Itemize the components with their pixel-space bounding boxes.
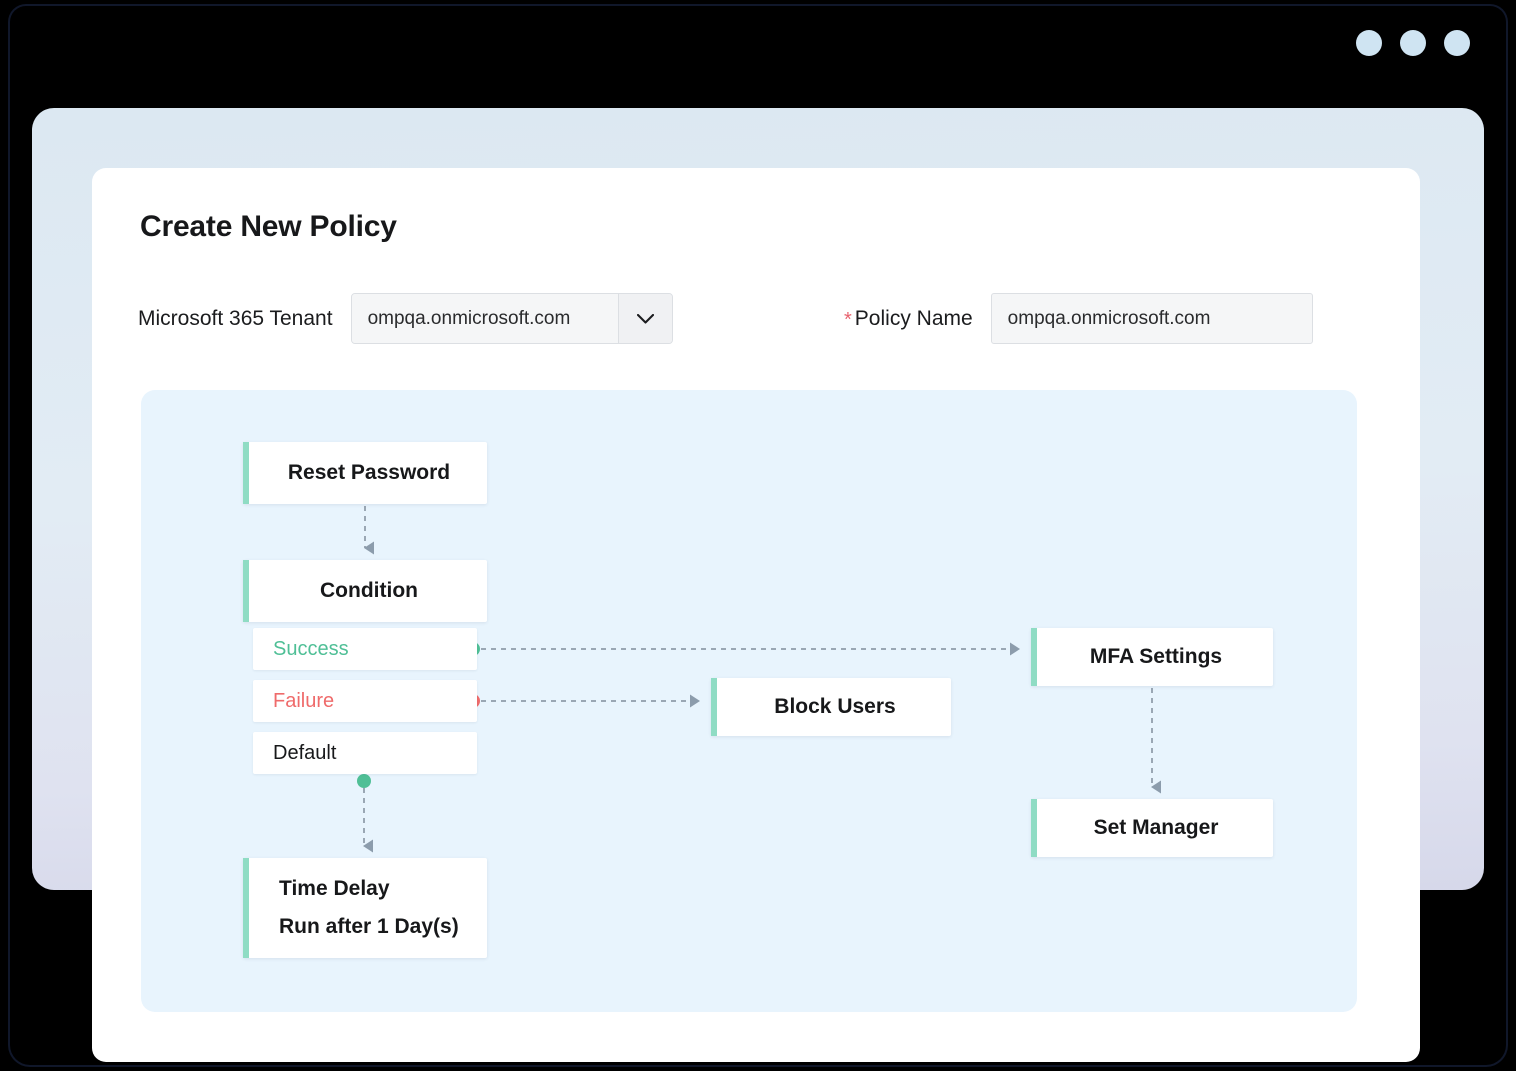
node-reset-password[interactable]: Reset Password xyxy=(243,442,487,504)
node-label: Condition xyxy=(320,579,418,602)
node-set-manager[interactable]: Set Manager xyxy=(1031,799,1273,857)
node-block-users[interactable]: Block Users xyxy=(711,678,951,736)
chevron-down-icon[interactable] xyxy=(617,294,672,343)
branch-row-failure[interactable]: Failure xyxy=(253,680,477,722)
tenant-select[interactable]: ompqa.onmicrosoft.com xyxy=(350,293,673,344)
node-accent-bar xyxy=(1031,799,1037,857)
close-dot[interactable] xyxy=(1444,30,1470,56)
content-card: Create New Policy Microsoft 365 Tenant o… xyxy=(92,168,1420,1062)
required-marker: * xyxy=(844,309,852,331)
node-accent-bar xyxy=(711,678,717,736)
node-label: Block Users xyxy=(774,695,896,718)
branch-row-success[interactable]: Success xyxy=(253,628,477,670)
branch-label: Default xyxy=(273,741,337,764)
node-detail: Run after 1 Day(s) xyxy=(279,915,459,938)
node-condition[interactable]: Condition xyxy=(243,560,487,622)
tenant-select-value: ompqa.onmicrosoft.com xyxy=(351,294,618,343)
tenant-field-group: Microsoft 365 Tenant ompqa.onmicrosoft.c… xyxy=(138,293,673,344)
branch-row-default[interactable]: Default xyxy=(253,732,477,774)
node-accent-bar xyxy=(243,858,249,958)
policy-flow-canvas[interactable]: Reset Password Condition Success Failure xyxy=(141,390,1357,1012)
node-label: Set Manager xyxy=(1093,816,1219,839)
node-label: Reset Password xyxy=(287,461,451,484)
tenant-label: Microsoft 365 Tenant xyxy=(138,306,333,330)
node-label: Time Delay xyxy=(279,877,390,900)
branch-label: Success xyxy=(273,637,349,660)
window-titlebar xyxy=(8,4,1508,84)
node-label: MFA Settings xyxy=(1089,645,1223,668)
node-accent-bar xyxy=(1031,628,1037,686)
node-accent-bar xyxy=(243,442,249,504)
form-row: Microsoft 365 Tenant ompqa.onmicrosoft.c… xyxy=(138,293,1378,349)
branch-label: Failure xyxy=(273,689,335,712)
node-accent-bar xyxy=(243,560,249,622)
page-title: Create New Policy xyxy=(140,210,397,243)
maximize-dot[interactable] xyxy=(1400,30,1426,56)
node-mfa-settings[interactable]: MFA Settings xyxy=(1031,628,1273,686)
minimize-dot[interactable] xyxy=(1356,30,1382,56)
policy-name-input[interactable] xyxy=(990,293,1313,344)
policy-name-label: Policy Name xyxy=(854,306,973,330)
window-controls xyxy=(1356,30,1470,56)
node-time-delay[interactable]: Time Delay Run after 1 Day(s) xyxy=(243,858,487,958)
policy-name-field-group: * Policy Name xyxy=(844,293,1313,344)
